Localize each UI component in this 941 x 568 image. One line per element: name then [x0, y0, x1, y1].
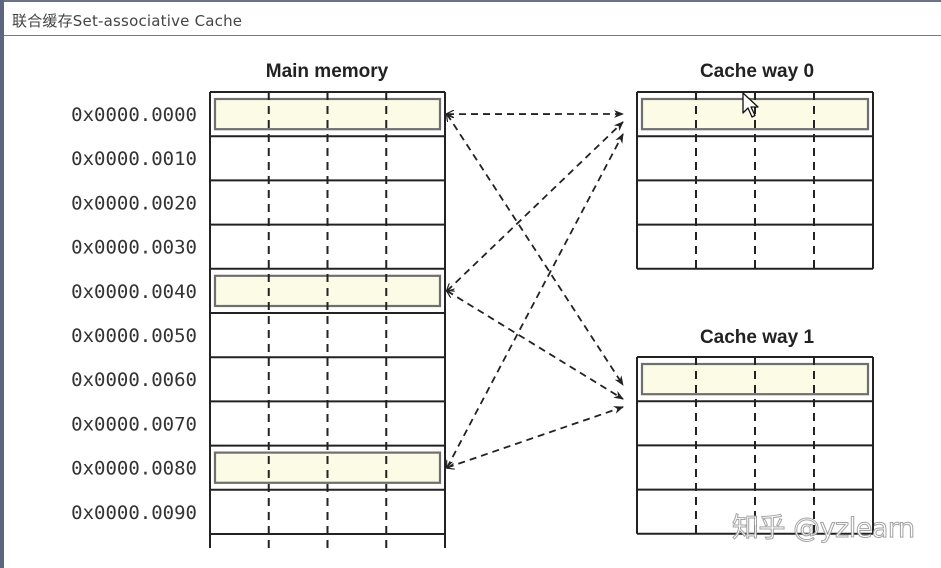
mapping-arrow — [447, 291, 623, 400]
watermark: 知乎 @yzlearn — [732, 513, 916, 545]
cache-way-0-grid — [636, 91, 874, 270]
cache-way-1-title: Cache way 1 — [700, 327, 814, 348]
mapping-arrow — [447, 122, 623, 291]
window-title: 联合缓存Set-associative Cache — [12, 12, 243, 30]
cache-way-0-title: Cache way 0 — [700, 61, 814, 82]
address-label: 0x0000.0080 — [71, 458, 197, 480]
address-label: 0x0000.0010 — [71, 148, 197, 170]
mouse-cursor-icon — [742, 92, 759, 118]
mapping-arrow — [447, 134, 624, 468]
address-label: 0x0000.0050 — [71, 325, 197, 347]
mapping-arrows — [447, 114, 623, 468]
window-left-border — [0, 0, 4, 568]
main-memory-highlighted-line — [213, 97, 442, 131]
main-memory-title: Main memory — [266, 61, 389, 82]
address-label: 0x0000.0020 — [71, 192, 197, 214]
address-labels: 0x0000.0000 0x0000.0010 0x0000.0020 0x0000.… — [71, 104, 197, 524]
main-memory-grid — [209, 91, 446, 548]
address-label: 0x0000.0090 — [71, 502, 197, 524]
address-label: 0x0000.0030 — [71, 237, 197, 259]
title-bar: 联合缓存Set-associative Cache — [4, 2, 941, 36]
cache-way-1-grid — [636, 356, 874, 535]
address-label: 0x0000.0000 — [71, 104, 197, 126]
address-label: 0x0000.0040 — [71, 281, 197, 303]
address-label: 0x0000.0070 — [71, 413, 197, 435]
address-label: 0x0000.0060 — [71, 369, 197, 391]
window-top-border — [0, 0, 941, 2]
mapping-arrow — [447, 406, 623, 468]
